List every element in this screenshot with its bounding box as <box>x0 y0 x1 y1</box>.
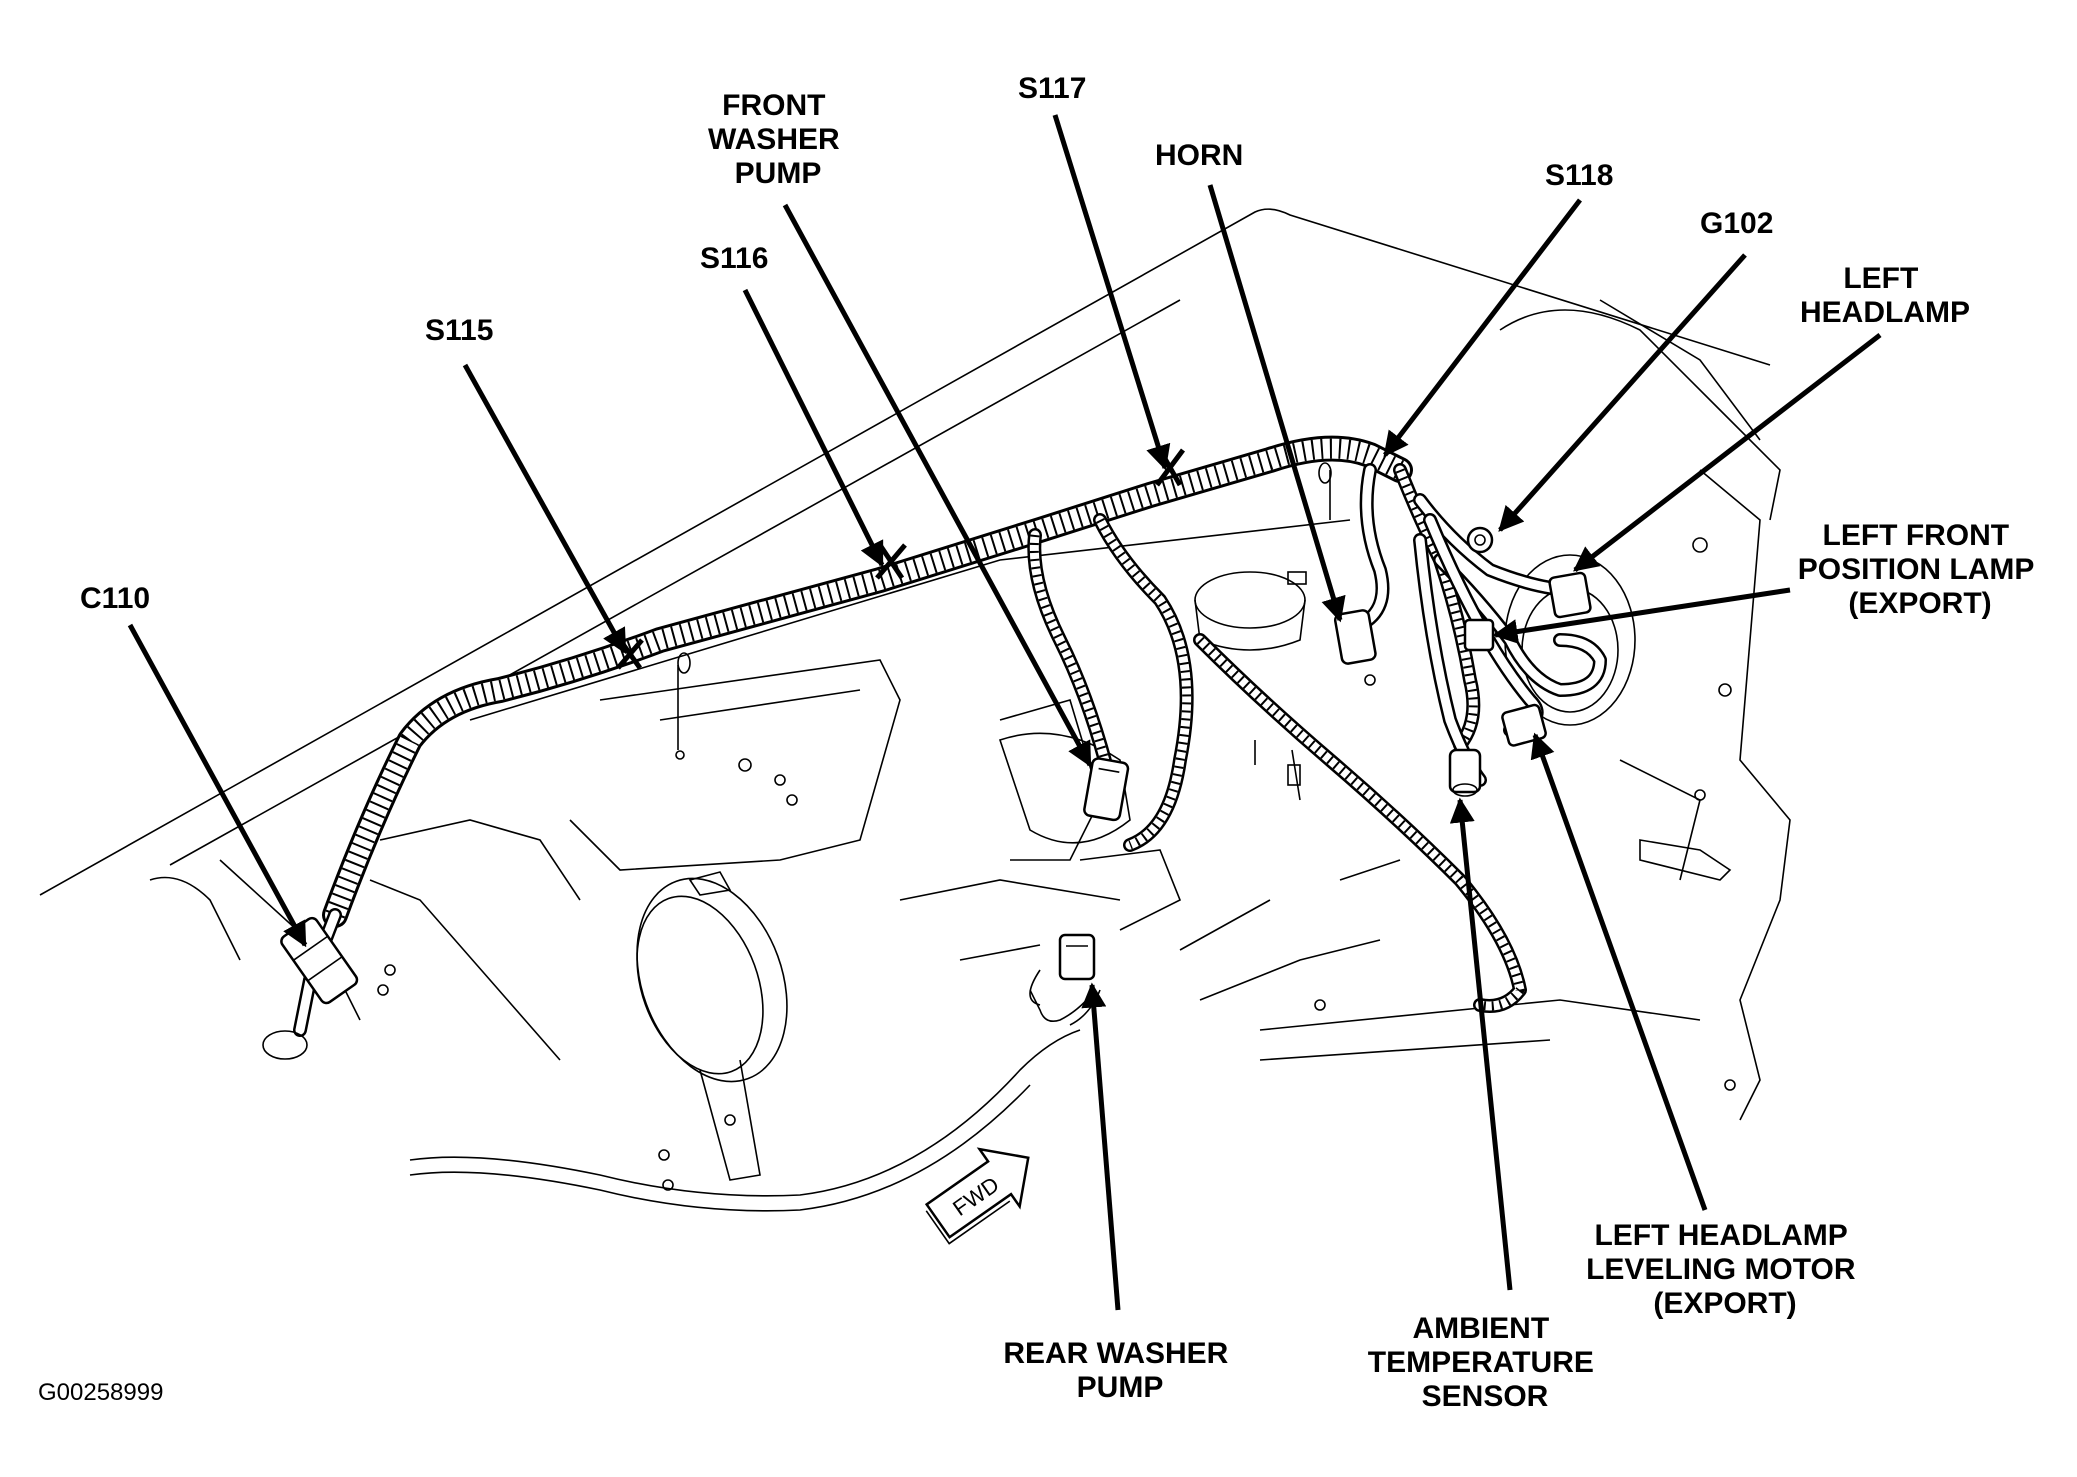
label-ambient-temperature-sensor: AMBIENT TEMPERATURE SENSOR <box>1368 1312 1602 1413</box>
label-left-front-position-lamp: LEFT FRONT POSITION LAMP (EXPORT) <box>1798 519 2042 620</box>
main-harness <box>322 435 1413 928</box>
label-left-headlamp-leveling-motor: LEFT HEADLAMP LEVELING MOTOR (EXPORT) <box>1586 1219 1864 1320</box>
label-c110: C110 <box>80 582 150 615</box>
ambient-temperature-sensor-part <box>1448 748 1482 797</box>
label-rear-washer-pump: REAR WASHER PUMP <box>1003 1337 1236 1404</box>
label-s118: S118 <box>1545 159 1613 192</box>
g102-ground-eyelet <box>1466 526 1494 554</box>
fwd-arrow: FWD <box>924 1147 1030 1245</box>
c110-connector <box>280 916 359 1005</box>
leader-lines <box>127 114 1882 1311</box>
leveling-motor-connector <box>1501 703 1547 747</box>
label-s116: S116 <box>700 242 768 275</box>
label-s117: S117 <box>1018 72 1086 105</box>
headlamp-connector <box>1548 571 1592 619</box>
label-horn: HORN <box>1155 139 1243 172</box>
label-g102: G102 <box>1700 207 1773 240</box>
position-lamp-socket <box>1463 618 1495 652</box>
front-washer-pump-connector <box>1083 757 1130 822</box>
label-s115: S115 <box>425 314 493 347</box>
label-front-washer-pump: FRONT WASHER PUMP <box>708 89 848 190</box>
callout-labels: C110 S115 S116 FRONT WASHER PUMP S117 HO… <box>38 72 2042 1413</box>
horn-connector <box>1333 609 1377 665</box>
components <box>262 526 1592 1060</box>
figure-code: G00258999 <box>38 1379 163 1406</box>
label-left-headlamp: LEFT HEADLAMP <box>1800 262 1970 329</box>
rear-washer-pump-connector <box>1058 933 1096 981</box>
